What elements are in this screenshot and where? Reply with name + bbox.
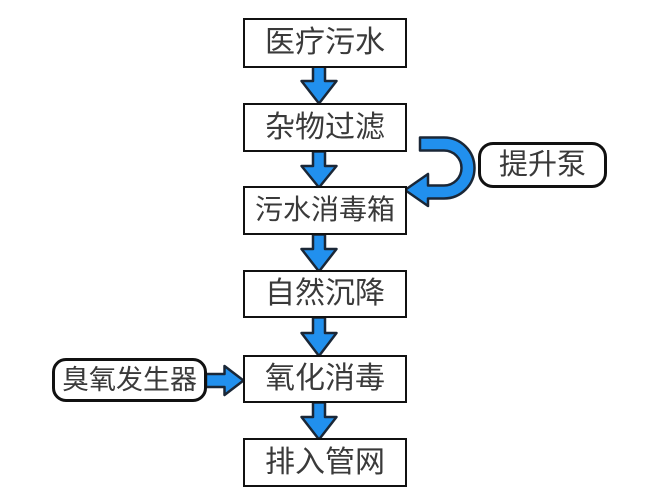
node-medical-sewage: 医疗污水 xyxy=(243,18,407,68)
node-debris-filter: 杂物过滤 xyxy=(243,103,407,152)
node-label: 排入管网 xyxy=(265,445,385,479)
node-label: 医疗污水 xyxy=(265,26,385,59)
arrow-right-ozone-icon xyxy=(204,364,245,397)
node-ozone-generator: 臭氧发生器 xyxy=(52,358,207,402)
node-oxidation-disinfection: 氧化消毒 xyxy=(243,355,407,403)
arrow-down-2-icon xyxy=(300,150,338,189)
node-sewage-disinfection-tank: 污水消毒箱 xyxy=(243,186,407,235)
arrow-uturn-lift-pump-icon xyxy=(403,136,476,208)
node-discharge-to-pipe-network: 排入管网 xyxy=(243,438,407,487)
node-natural-settling: 自然沉降 xyxy=(243,270,407,318)
arrow-down-1-icon xyxy=(300,65,338,105)
node-label: 杂物过滤 xyxy=(265,110,385,144)
node-label: 污水消毒箱 xyxy=(254,194,395,226)
node-label: 自然沉降 xyxy=(265,277,385,310)
node-label: 臭氧发生器 xyxy=(62,364,197,395)
arrow-down-3-icon xyxy=(300,233,338,273)
node-lift-pump: 提升泵 xyxy=(478,142,607,188)
node-label: 氧化消毒 xyxy=(265,362,385,395)
arrow-down-4-icon xyxy=(300,316,338,358)
node-label: 提升泵 xyxy=(498,148,586,181)
arrow-down-5-icon xyxy=(300,401,338,441)
